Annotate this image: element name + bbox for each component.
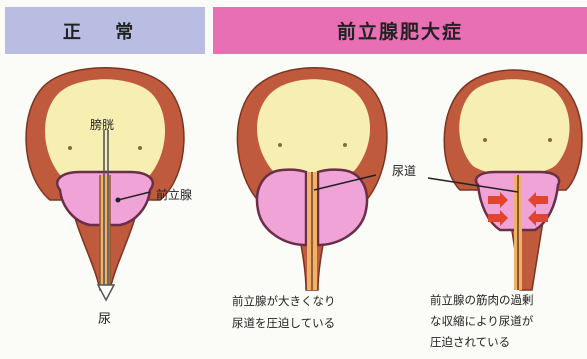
label-urine: 尿 [98,308,111,327]
label-urethra: 尿道 [392,162,416,179]
bph-enlarged-anatomy [237,68,387,290]
bladder-inner-enlarged [257,79,370,179]
caption-enlarged: 前立腺が大きくなり 尿道を圧迫している [232,290,336,334]
caption-contraction-line-2: な収縮により尿道が [430,311,534,332]
label-prostate: 前立腺 [156,186,192,203]
caption-enlarged-line-2: 尿道を圧迫している [232,312,336,334]
bladder-inner-contraction [459,79,569,175]
caption-contraction: 前立腺の筋肉の過剰 な収縮により尿道が 圧迫されている [430,290,534,353]
bph-contraction-anatomy [428,70,582,290]
caption-contraction-line-3: 圧迫されている [430,332,534,353]
prostate-left-lobe-enlarged [257,170,306,245]
prostate-right-lobe-enlarged [318,170,367,245]
caption-enlarged-line-1: 前立腺が大きくなり [232,290,336,312]
normal-anatomy [26,68,184,300]
caption-contraction-line-1: 前立腺の筋肉の過剰 [430,290,534,311]
label-bladder: 膀胱 [90,116,114,133]
